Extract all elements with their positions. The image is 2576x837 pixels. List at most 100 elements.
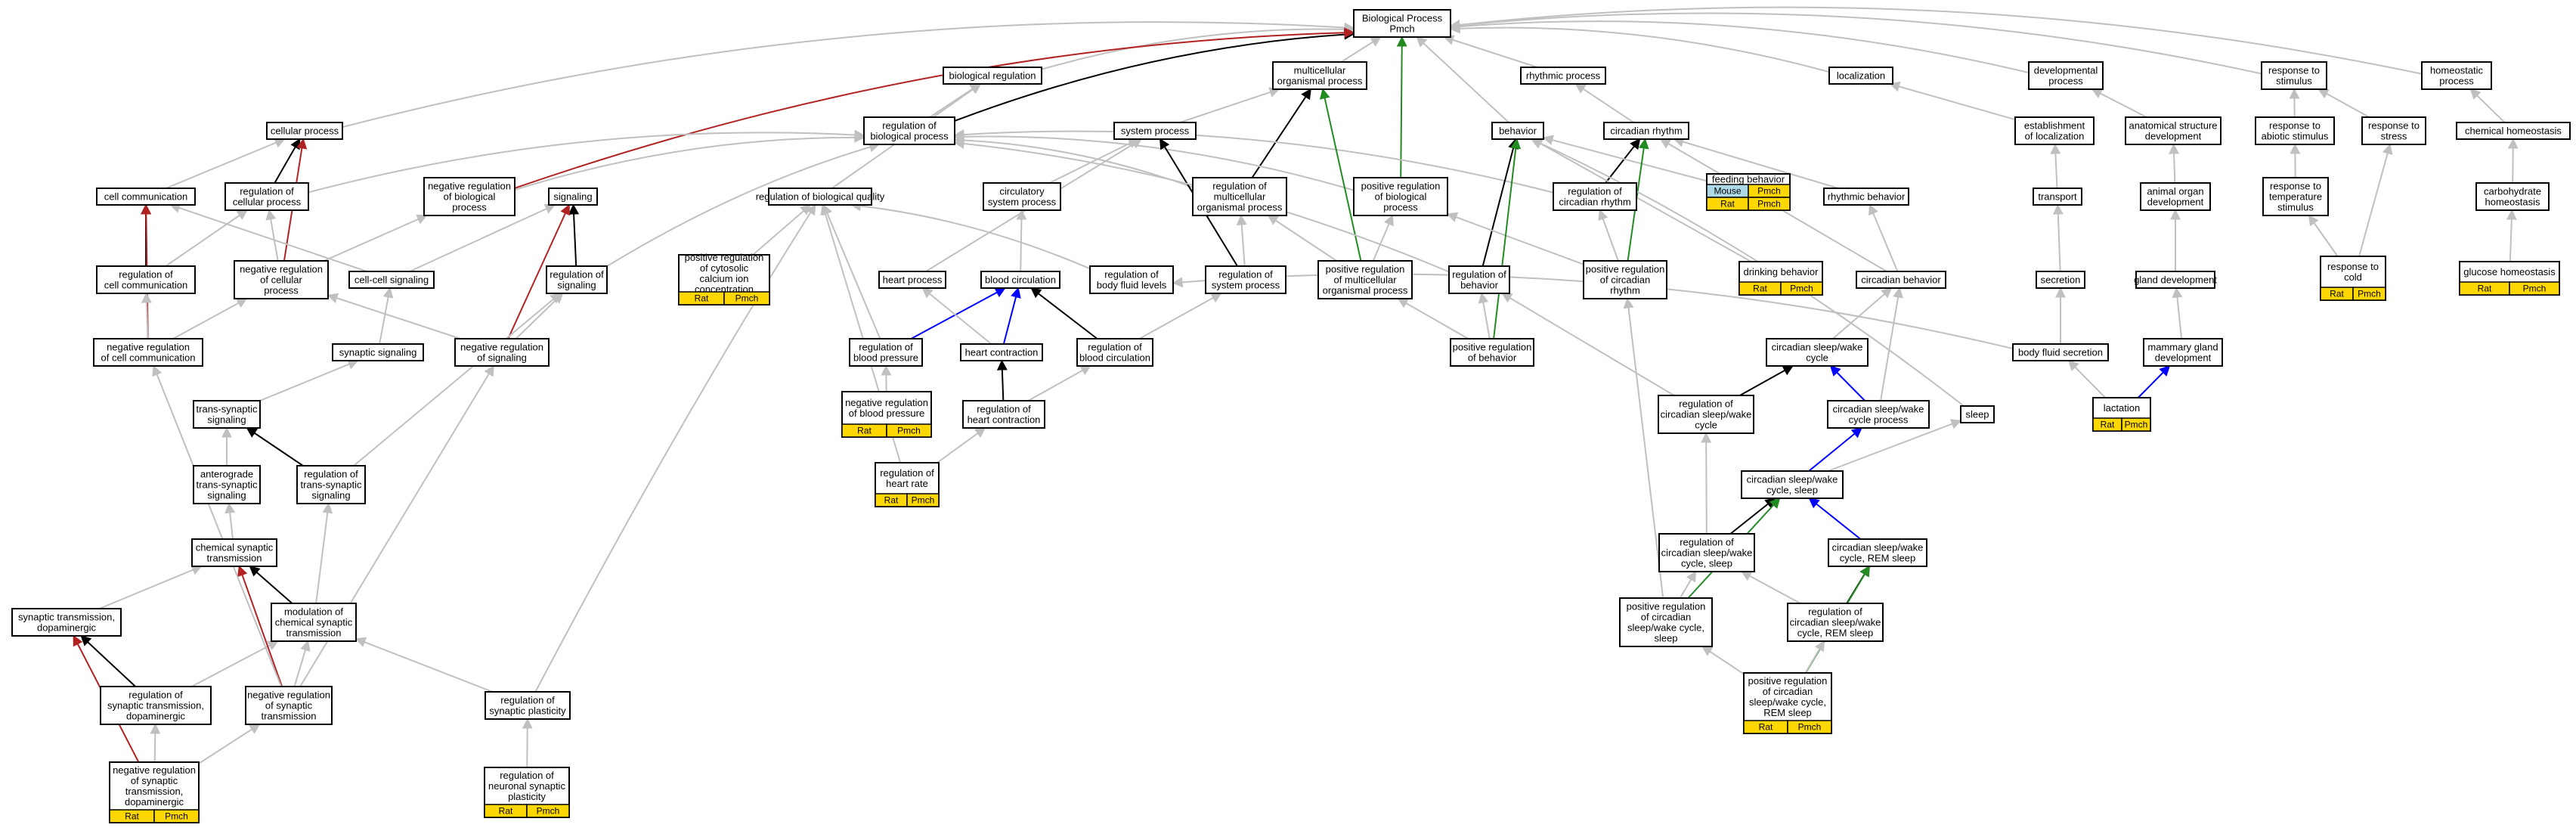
edge-regbp-to-regbioqual (822, 203, 881, 339)
node-bodyfluidsec[interactable]: body fluid secretion (2012, 343, 2109, 361)
node-regtranssyn-label-1: trans-synaptic (301, 479, 362, 491)
node-circrhythm[interactable]: circadian rhythm (1603, 122, 1689, 140)
node-heartproc[interactable]: heart process (878, 271, 946, 289)
node-sysproc[interactable]: system process (1113, 122, 1197, 140)
node-cellproc[interactable]: cellular process (266, 122, 343, 140)
node-regbioqual[interactable]: regulation of biological quality (756, 188, 885, 206)
node-negregbio-box (423, 177, 516, 216)
node-signaling[interactable]: signaling (548, 188, 598, 206)
edge-anatdev-to-devproc (2091, 88, 2147, 118)
node-cellcellsig[interactable]: cell-cell signaling (348, 271, 435, 289)
node-cellcomm-label-0: cell communication (104, 191, 188, 203)
node-rhythmic[interactable]: rhythmic process (1520, 67, 1606, 85)
edge-chemhomeo-to-homeo (2469, 88, 2506, 123)
node-mammary-label-1: development (2155, 352, 2212, 364)
node-localiz[interactable]: localization (1828, 67, 1893, 85)
node-chemhomeo[interactable]: chemical homeostasis (2456, 122, 2571, 140)
node-carbhomeo-box (2475, 182, 2550, 211)
node-behavior[interactable]: behavior (1491, 122, 1544, 140)
node-posregmulti-box (1317, 260, 1413, 299)
node-cellcomm[interactable]: cell communication (96, 188, 196, 206)
node-circbeh[interactable]: circadian behavior (1856, 271, 1946, 289)
node-regsyndopa-box (100, 686, 212, 725)
node-glanddev[interactable]: gland development (2134, 271, 2217, 289)
node-bloodcirc[interactable]: blood circulation (980, 271, 1060, 289)
edge-regsyndopa-to-syndopa (80, 635, 136, 687)
node-sleep[interactable]: sleep (1960, 405, 1995, 423)
node-secretion[interactable]: secretion (2036, 271, 2085, 289)
node-heartcontr[interactable]: heart contraction (960, 343, 1043, 361)
node-circswproc-label-1: cycle process (1849, 414, 1909, 426)
node-transport[interactable]: transport (2033, 188, 2082, 206)
node-bioreg[interactable]: biological regulation (943, 67, 1042, 85)
edge-negregcell-to-regcell (265, 209, 279, 262)
node-regheartcontr-box (962, 400, 1045, 429)
node-syndopa[interactable]: synaptic transmission,dopaminergic (11, 608, 122, 637)
node-rhythbeh[interactable]: rhythmic behavior (1823, 188, 1909, 206)
node-modchemsyn-box (271, 603, 357, 642)
node-synsig[interactable]: synaptic signaling (332, 343, 424, 361)
